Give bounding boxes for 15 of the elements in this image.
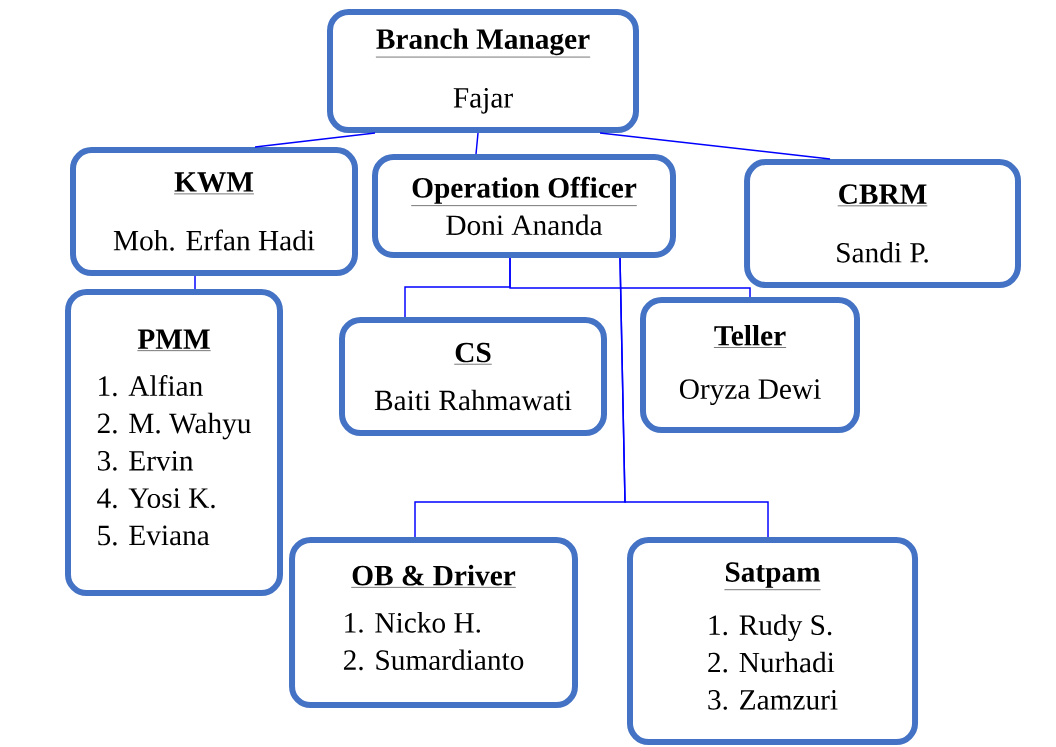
org-box: Operation Officer Doni Ananda [372,154,676,258]
org-box: Satpam 1. Rudy S. 2. Nurhadi 3. Zamzuri [626,537,919,745]
org-box: PMM 1. Alfian 2. M. Wahyu 3. Ervin 4. Yosi K. 5. Eviana [65,288,283,597]
org-box: Branch Manager Fajar [327,9,639,133]
connector-line [619,257,769,538]
connector-line [509,257,751,298]
connector-line [599,132,831,160]
connector-line [475,132,479,155]
connector-line [194,275,196,290]
org-box: Teller Oryza Dewi [640,297,860,433]
connector-line [254,132,376,148]
org-box: CS Baiti Rahmawati [339,316,607,437]
org-box: CBRM Sandi P. [744,159,1021,288]
org-box: KWM Moh. Erfan Hadi [70,147,358,276]
org-box: OB & Driver 1. Nicko H. 2. Sumardianto [289,536,578,709]
